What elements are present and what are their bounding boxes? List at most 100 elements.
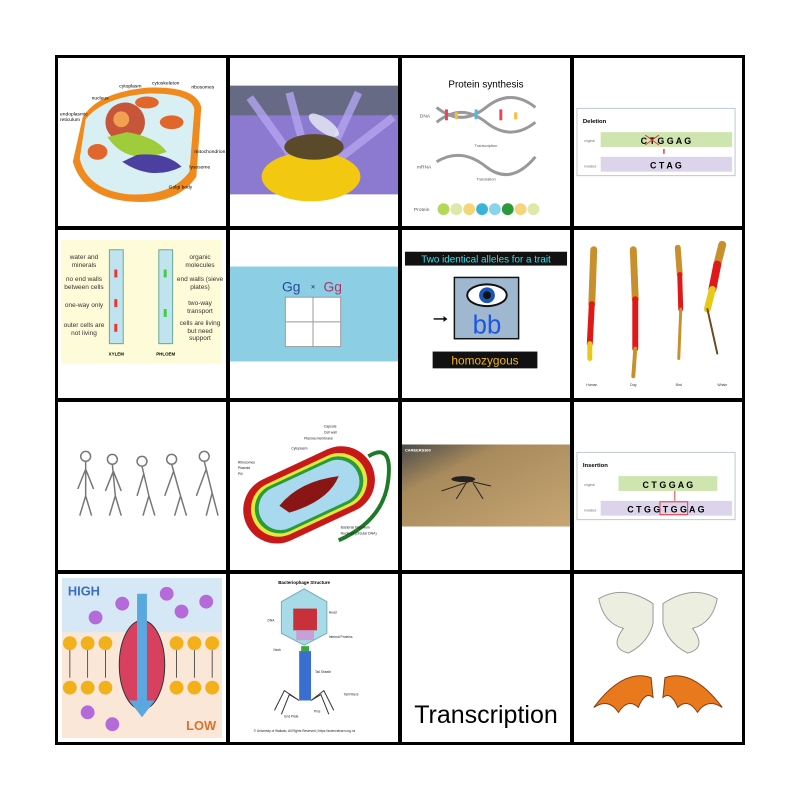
- diagram-label: XYLEM: [109, 352, 125, 357]
- diagram-label: Ribosomes: [238, 460, 255, 464]
- cell-xylem-phloem[interactable]: XYLEM PHLOEM water and minerals no end w…: [58, 230, 226, 398]
- diagram-shape: [136, 466, 156, 516]
- diagram-shape: [437, 203, 540, 216]
- diagram-shape: [114, 269, 118, 278]
- diagram-label: reticulum: [60, 117, 80, 123]
- diagram-shape: [79, 450, 92, 463]
- diagram-label: Protein synthesis: [448, 80, 523, 91]
- bee-flower-image: [230, 85, 398, 202]
- diagram-label: Gg: [282, 278, 300, 294]
- deletion-diagram: Deletion original C T G G A G mutated C …: [576, 107, 736, 177]
- diagram-shape: [432, 351, 538, 369]
- diagram-shape: [137, 593, 147, 703]
- diagram-label: Bacteriophage Structure: [278, 580, 330, 585]
- diagram-shape: [586, 301, 595, 347]
- diagram-shape: [87, 143, 108, 160]
- diagram-shape: [187, 636, 202, 651]
- diagram-shape: [441, 480, 472, 492]
- diagram-shape: [455, 482, 467, 500]
- diagram-label: Pins: [314, 709, 321, 713]
- xylem-label: water and minerals: [69, 254, 99, 269]
- diagram-shape: [451, 476, 476, 483]
- diagram-label: C T G G T G G A G: [627, 505, 704, 515]
- diagram-shape: [163, 269, 167, 278]
- diagram-shape: [483, 291, 491, 300]
- diagram-shape: [308, 113, 339, 137]
- diagram-shape: [129, 700, 155, 718]
- diagram-label: LOW: [186, 718, 217, 733]
- diagram-label: Pili: [238, 472, 243, 476]
- diagram-label: PHLOEM: [156, 352, 175, 357]
- xylem-phloem-diagram: XYLEM PHLOEM: [60, 239, 222, 364]
- diagram-label: original: [584, 483, 595, 487]
- diagram-shape: [662, 675, 723, 714]
- cell-wings[interactable]: [574, 574, 742, 742]
- diagram-label: © University of Waikato. All Rights Rese…: [254, 729, 356, 733]
- cell-deletion-mutation[interactable]: Deletion original C T G G A G mutated C …: [574, 58, 742, 226]
- cell-homozygous[interactable]: Two identical alleles for a trait bb hom…: [402, 230, 570, 398]
- diagram-shape: [301, 646, 310, 652]
- diagram-shape: [618, 476, 718, 491]
- diagram-shape: [98, 680, 113, 695]
- cell-bee-on-flower[interactable]: [230, 58, 398, 226]
- diagram-shape: [135, 96, 159, 109]
- diagram-label: mitochondrion: [194, 149, 225, 155]
- diagram-shape: [274, 689, 335, 715]
- primate-skeletons-image: [77, 450, 219, 516]
- diagram-label: Transcription: [475, 143, 498, 148]
- diagram-label: cytoskeleton: [152, 81, 180, 87]
- diagram-shape: [115, 596, 130, 611]
- cell-free-text[interactable]: Transcription: [402, 574, 570, 742]
- diagram-shape: [600, 156, 733, 172]
- diagram-label: Golgi body: [169, 184, 193, 190]
- diagram-shape: [169, 636, 184, 651]
- diagram-shape: [62, 636, 77, 651]
- diagram-label: Plasmid: [238, 466, 250, 470]
- cell-diffusion-membrane[interactable]: HIGH LOW: [58, 574, 226, 742]
- diagram-label: C T G G A G: [643, 480, 694, 490]
- diagram-shape: [69, 650, 213, 678]
- diagram-shape: [514, 203, 527, 216]
- diagram-shape: [402, 444, 570, 527]
- diagram-shape: [293, 608, 317, 631]
- diagram-shape: [488, 203, 501, 216]
- diagram-label: Dog: [630, 383, 636, 387]
- cell-punnett-square[interactable]: Gg × Gg: [230, 230, 398, 398]
- diagram-label: Tail Sheath: [315, 670, 331, 674]
- diagram-shape: [107, 132, 167, 157]
- diagram-shape: [279, 476, 339, 513]
- diagram-shape: [677, 307, 683, 360]
- diagram-label: DNA: [420, 113, 431, 119]
- diagram-label: Gg: [324, 278, 342, 294]
- cell-animal-cell[interactable]: cytoplasm cytoskeleton ribosomes nucleus…: [58, 58, 226, 226]
- cell-primate-skeletons[interactable]: [58, 402, 226, 570]
- diagram-shape: [708, 260, 722, 294]
- diagram-shape: [443, 315, 448, 322]
- diagram-shape: [169, 680, 184, 695]
- diagram-shape: [98, 636, 113, 651]
- diagram-shape: [274, 689, 335, 715]
- diagram-shape: [205, 636, 220, 651]
- diagram-shape: [114, 323, 118, 332]
- diagram-label: Internal Proteins: [329, 635, 353, 639]
- diagram-shape: [662, 591, 718, 654]
- diagram-label: Deletion: [583, 119, 607, 125]
- xylem-label: one-way only: [64, 302, 104, 309]
- diagram-shape: [677, 272, 684, 312]
- wings-image: [593, 591, 723, 714]
- diagram-label: Plasma membrane: [304, 437, 333, 441]
- diagram-label: homozygous: [451, 353, 518, 367]
- diagram-label: Cell wall: [324, 431, 337, 435]
- diagram-shape: [476, 203, 488, 216]
- cell-protein-synthesis[interactable]: Protein synthesis DNA Transcription mRNA…: [402, 58, 570, 226]
- cell-mosquito[interactable]: CAREERS360: [402, 402, 570, 570]
- diagram-label: Head: [329, 611, 337, 615]
- diagram-shape: [631, 346, 638, 379]
- cell-insertion-mutation[interactable]: Insertion original C T G G A G mutated C…: [574, 402, 742, 570]
- diagram-label: Neck: [273, 648, 281, 652]
- diagram-shape: [463, 203, 476, 216]
